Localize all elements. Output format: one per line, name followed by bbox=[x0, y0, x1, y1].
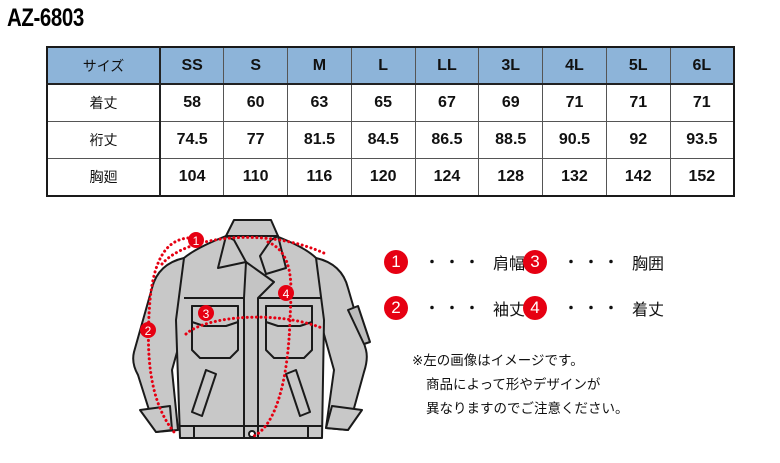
legend-item: 3 ・・・ 胸囲 bbox=[523, 250, 664, 274]
jacket-diagram: 1 2 3 4 bbox=[132, 219, 371, 439]
legend-label: 胸囲 bbox=[632, 254, 665, 273]
size-col: LL bbox=[414, 46, 480, 85]
cell: 69 bbox=[478, 83, 544, 122]
size-col: SS bbox=[159, 46, 225, 85]
row-label: 裄丈 bbox=[46, 121, 161, 159]
note-line: 異なりますのでご注意ください。 bbox=[426, 401, 629, 417]
cell: 77 bbox=[223, 121, 289, 159]
cell: 88.5 bbox=[478, 121, 544, 159]
cell: 67 bbox=[414, 83, 480, 122]
cell: 58 bbox=[159, 83, 225, 122]
marker-badge: 4 bbox=[523, 296, 547, 320]
size-col: 5L bbox=[605, 46, 671, 85]
table-header-row: サイズ SS S M L LL 3L 4L 5L 6L bbox=[46, 46, 735, 85]
legend-label: 肩幅 bbox=[493, 254, 526, 273]
measurement-markers: 1 2 3 4 bbox=[140, 232, 294, 338]
cell: 142 bbox=[605, 158, 671, 197]
legend-label: 袖丈 bbox=[493, 300, 526, 319]
cell: 71 bbox=[605, 83, 671, 122]
table-row: 着丈 58 60 63 65 67 69 71 71 71 bbox=[46, 83, 735, 122]
cell: 152 bbox=[669, 158, 735, 197]
leader-dots: ・・・ bbox=[425, 255, 485, 271]
legend-item: 4 ・・・ 着丈 bbox=[523, 296, 664, 320]
marker-badge: 2 bbox=[384, 296, 408, 320]
row-label: 着丈 bbox=[46, 83, 161, 122]
cell: 93.5 bbox=[669, 121, 735, 159]
leader-dots: ・・・ bbox=[564, 301, 624, 317]
svg-text:2: 2 bbox=[145, 324, 152, 338]
leader-dots: ・・・ bbox=[425, 301, 485, 317]
cell: 81.5 bbox=[287, 121, 352, 159]
legend-item: 2 ・・・ 袖丈 bbox=[384, 296, 525, 320]
cell: 65 bbox=[350, 83, 416, 122]
image-disclaimer: ※左の画像はイメージです。 商品によって形やデザインが 異なりますのでご注意くだ… bbox=[412, 349, 629, 421]
cell: 63 bbox=[287, 83, 352, 122]
cell: 71 bbox=[669, 83, 735, 122]
cell: 116 bbox=[287, 158, 352, 197]
row-label: 胸廻 bbox=[46, 158, 161, 197]
svg-text:4: 4 bbox=[283, 287, 290, 301]
note-line: ※左の画像はイメージです。 bbox=[412, 353, 584, 369]
size-col: S bbox=[223, 46, 289, 85]
cell: 128 bbox=[478, 158, 544, 197]
size-col: 6L bbox=[669, 46, 735, 85]
cell: 104 bbox=[159, 158, 225, 197]
size-col: M bbox=[287, 46, 352, 85]
size-col: 4L bbox=[542, 46, 607, 85]
cell: 86.5 bbox=[414, 121, 480, 159]
marker-badge: 3 bbox=[523, 250, 547, 274]
cell: 132 bbox=[542, 158, 607, 197]
marker-badge: 1 bbox=[384, 250, 408, 274]
cell: 110 bbox=[223, 158, 289, 197]
leader-dots: ・・・ bbox=[564, 255, 624, 271]
cell: 74.5 bbox=[159, 121, 225, 159]
svg-text:1: 1 bbox=[193, 234, 200, 248]
legend-item: 1 ・・・ 肩幅 bbox=[384, 250, 525, 274]
cell: 120 bbox=[350, 158, 416, 197]
svg-text:3: 3 bbox=[203, 307, 210, 321]
table-row: 裄丈 74.5 77 81.5 84.5 86.5 88.5 90.5 92 9… bbox=[46, 121, 735, 159]
model-number: AZ-6803 bbox=[7, 4, 84, 32]
table-row: 胸廻 104 110 116 120 124 128 132 142 152 bbox=[46, 158, 735, 197]
size-header-label: サイズ bbox=[46, 46, 161, 85]
cell: 90.5 bbox=[542, 121, 607, 159]
legend-label: 着丈 bbox=[632, 300, 665, 319]
note-line: 商品によって形やデザインが bbox=[426, 377, 601, 393]
size-col: L bbox=[350, 46, 416, 85]
size-col: 3L bbox=[478, 46, 544, 85]
cell: 84.5 bbox=[350, 121, 416, 159]
cell: 60 bbox=[223, 83, 289, 122]
cell: 92 bbox=[605, 121, 671, 159]
cell: 124 bbox=[414, 158, 480, 197]
cell: 71 bbox=[542, 83, 607, 122]
size-table: サイズ SS S M L LL 3L 4L 5L 6L 着丈 58 60 63 … bbox=[46, 46, 735, 197]
